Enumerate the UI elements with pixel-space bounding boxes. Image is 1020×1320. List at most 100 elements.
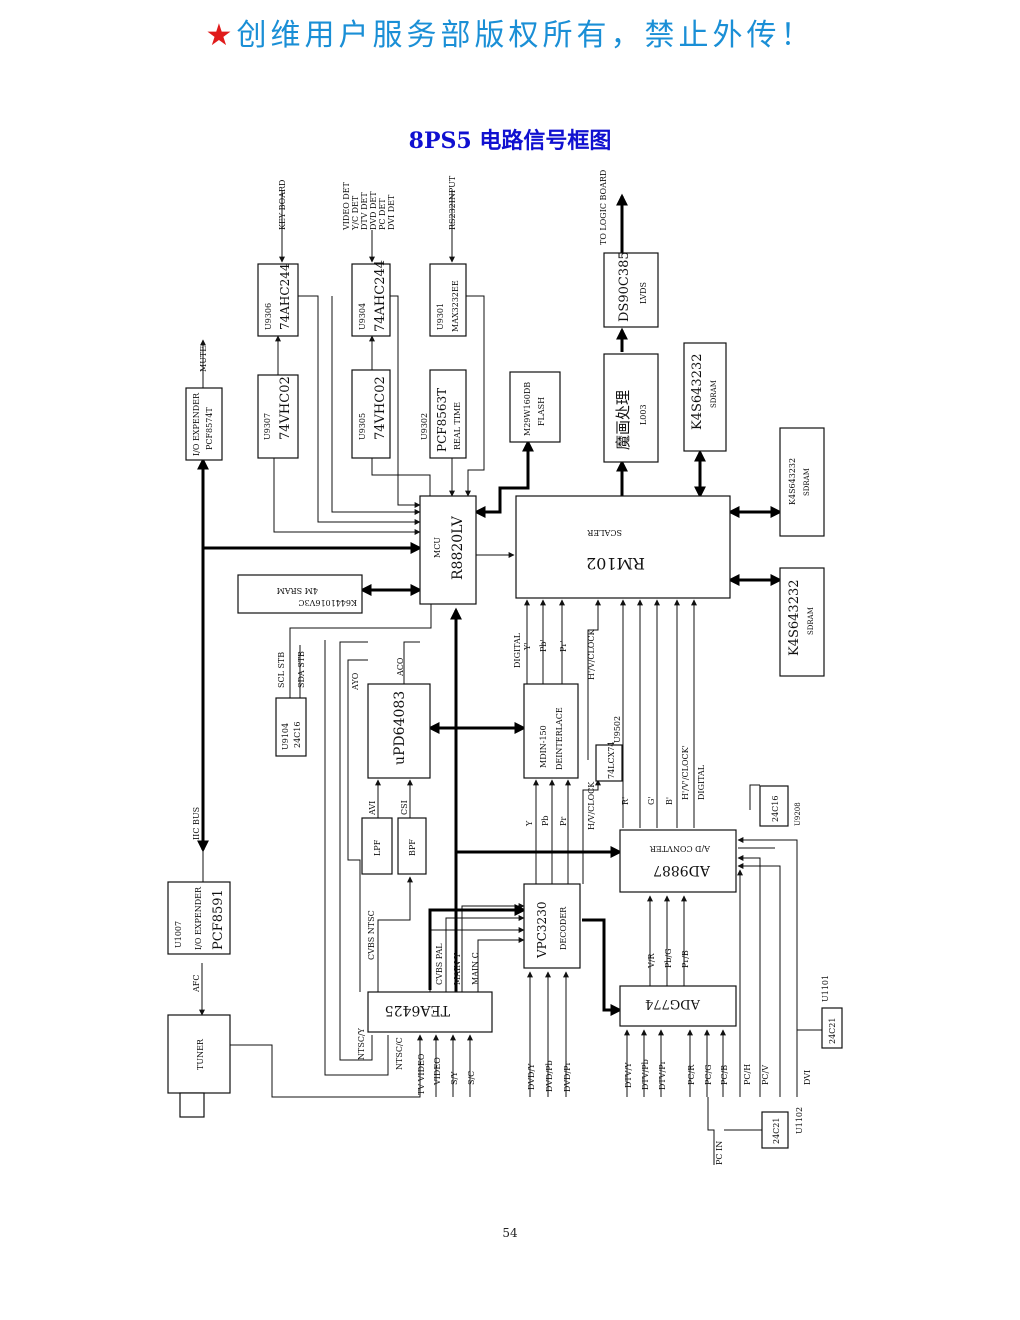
ad9887-part: AD9887 [653,862,711,878]
chip-upd64083: uPD64083 [367,683,431,779]
cvbs-pal-label: CVBS PAL [435,943,444,985]
u1101-part: 24C21 [828,1018,837,1044]
pc-in-label: PC IN [715,1141,724,1165]
chip-tea6425: TEA6425 [367,991,493,1033]
dvi-det-label: DVI DET [387,194,396,230]
digital2-label: DIGITAL [697,764,706,800]
deint-line2: DEINTERLACE [555,707,564,770]
logic-board-label: TO LOGIC BOARD [599,170,608,245]
l003-part: 魔画处理 [614,390,632,450]
upd-part: uPD64083 [392,691,408,765]
chip-mcu: MCU R8820LV [419,495,477,605]
pb-g-label: Pb/G [664,948,673,968]
aco-label: ACO [396,657,405,677]
u9208-part: 24C16 [771,796,780,822]
afc-label: AFC [192,975,201,993]
u9305-ref: U9305 [358,413,367,440]
hv-clock-label: H'/V/CLOCK [587,629,596,680]
chip-sram: K6441016V3C 4M SRAM [237,574,363,614]
scaler-part: RM102 [586,554,645,573]
yc-det-label: Y/C DET [351,195,360,231]
vpc-sub: DECODER [559,906,568,950]
chip-l003: 魔画处理 L003 [603,353,659,463]
g-prime-label: G' [647,796,656,805]
chip-u9305: U9305 74VHC02 [351,369,391,459]
b-prime-label: B' [665,797,674,805]
pr-b-label: Pr/B [681,950,690,968]
chip-vpc3230: VPC3230 DECODER [523,883,581,969]
chip-sdram-1: K4S643232 SDRAM [683,342,727,452]
chip-lvds: DS90C385 LVDS [603,251,659,328]
sram-part: K6441016V3C [298,598,357,607]
sdram2-sub: SDRAM [803,468,811,496]
lvds-sub: LVDS [639,282,648,304]
pc-g-label: PC/G [704,1064,713,1085]
bpf-label: BPF [408,839,417,856]
u9307-part: 74VHC02 [278,376,293,440]
chip-u1102: 24C21 U1102 [761,1107,804,1149]
diagram-title: 8PS5 电路信号框图 [408,128,612,154]
rs232-label: RS232INPUT [448,175,457,230]
tuner-label: TUNER [196,1038,205,1070]
scaler-label: SCALER [586,528,622,537]
mcu-part: R8820LV [450,515,466,580]
y-label: Y [525,820,534,827]
chip-scaler: SCALER RM102 [515,495,731,599]
u1007-part: PCF8591 [211,889,226,950]
dtv-pr-label: DTV/Pr [658,1060,667,1090]
deint-line1: MDIN-150 [539,725,548,768]
chip-u9502: 74LCX74 U9502 [595,716,623,782]
sdram2-part: K4S643232 [788,458,797,505]
u9502-part: 74LCX74 [607,742,616,780]
dtv-det-label: DTV DET [360,192,369,230]
copyright-banner: ★创维用户服务部版权所有，禁止外传！ [0,10,1020,54]
avi-label: AVI [368,801,377,816]
ntsc-y-label: NTSC/Y [357,1027,366,1060]
u9304-part: 74AHC244 [373,260,388,332]
dvd-y-label: DVD/Y [527,1063,536,1090]
vpc-part: VPC3230 [535,902,549,959]
chip-flash: M29W160DB FLASH [509,371,561,443]
hv-clk2-label: H/V/CLOCK [587,781,596,830]
ntsc-c-label: NTSC/C [395,1037,404,1070]
u1007-line1: I/O EXPENDER [194,886,203,950]
sdram3-part: K4S643232 [787,579,802,656]
u9302-sub: REAL TIME [453,402,462,450]
pc-h-label: PC/H [743,1064,752,1085]
u9301-part: MAX3232EE [451,280,460,332]
tea-label: TEA6425 [385,1002,450,1018]
u9302-ref: U9302 [420,413,429,440]
video-det-label: VIDEO DET [342,181,351,231]
ioexp1-line1: I/O EXPENDER [192,392,201,456]
chip-u9208: 24C16 U9208 [759,785,802,827]
page-number: 54 [502,1226,518,1240]
pc-v-label: PC/V [761,1065,770,1085]
chip-u9302: U9302 PCF8563T REAL TIME [420,369,467,459]
v-r-label: V/R [647,953,656,969]
chip-adg774: ADG774 [619,985,737,1027]
chip-ad9887: A/D CONVTER AD9887 [619,829,737,893]
chip-deinterlace: MDIN-150 DEINTERLACE [523,683,579,779]
u9301-ref: U9301 [436,303,445,330]
main-y-label: MAIN Y [453,952,462,985]
u1102-ref: U1102 [795,1107,804,1134]
star-icon: ★ [205,18,237,53]
mute-label: MUTE [199,346,208,372]
lvds-part: DS90C385 [617,251,632,322]
pr-label: Pr [559,817,568,826]
pb-label: Pb [541,815,550,826]
lpf-label: LPF [373,839,382,856]
ayo-label: AYO [351,672,360,691]
u9305-part: 74VHC02 [373,376,388,440]
chip-u9306: U9306 74AHC244 [257,263,299,337]
chip-io-expander-1: I/O EXPENDER PCF8574T [185,387,223,461]
u1102-part: 24C21 [772,1118,781,1144]
chip-sdram-3: K4S643232 SDRAM [779,567,825,677]
pc-b-label: PC/B [720,1065,729,1085]
s-y-label: S/Y [450,1071,459,1085]
sda-stb-label: SDA STB [297,651,306,688]
thin-wires [199,190,823,1165]
u9208-ref: U9208 [794,802,802,826]
mcu-label: MCU [433,537,442,558]
u9302-part: PCF8563T [435,388,449,452]
